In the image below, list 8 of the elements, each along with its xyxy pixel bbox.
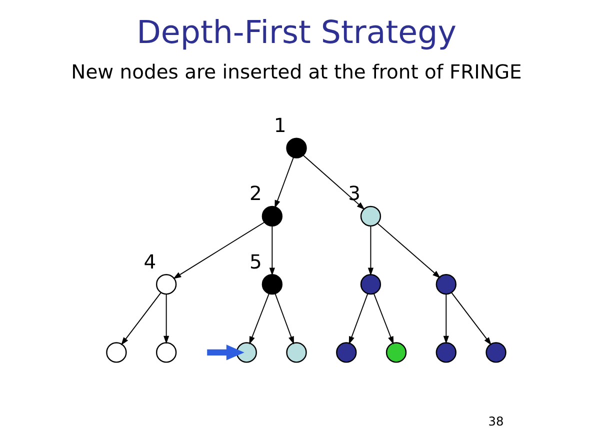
node-label: 1 xyxy=(273,114,286,138)
node-label: 5 xyxy=(249,250,262,274)
node-label: 2 xyxy=(249,182,262,206)
label: New nodes are inserted at the front of FRINGE xyxy=(70,60,522,84)
label: 38 xyxy=(488,414,504,428)
diagram-title: Depth-First Strategy xyxy=(136,15,456,52)
node-label: 4 xyxy=(143,250,156,274)
node-label: 3 xyxy=(348,182,360,206)
